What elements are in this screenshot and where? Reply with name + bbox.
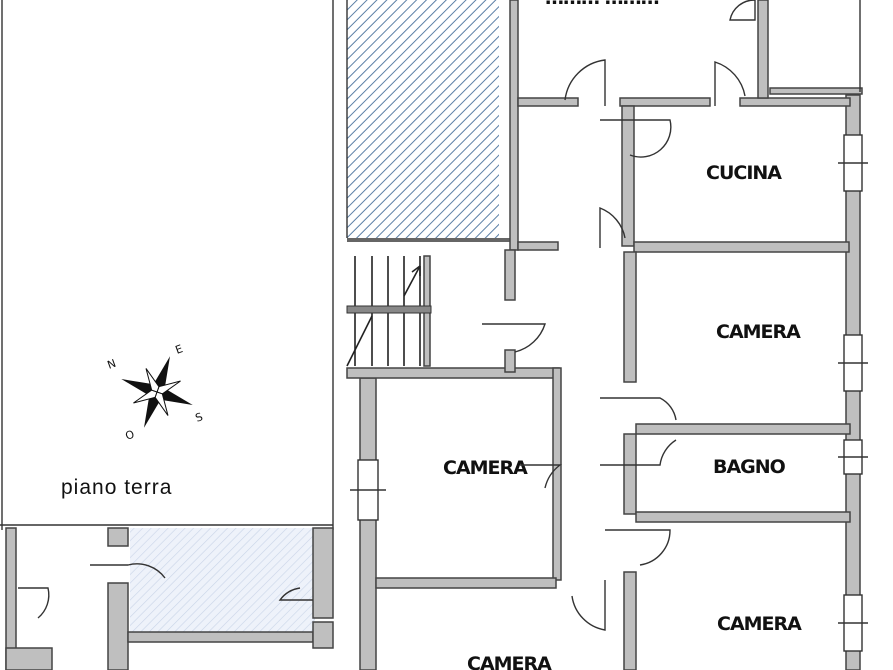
camera-right-upper-label: CAMERA [716,321,801,343]
hatched-courtyard [347,0,499,238]
bagno-label: BAGNO [713,456,786,478]
plan-caption: piano terra [61,476,172,499]
compass-rose: N E S O [106,342,205,443]
staircase [346,256,432,367]
cucina-label: CUCINA [706,162,782,184]
room-bagno: BAGNO [623,433,851,523]
compass-e: E [174,342,185,357]
compass-o: O [124,428,137,443]
compass-s: S [194,410,205,425]
room-camera-right-upper: CAMERA [623,251,851,435]
camera-bottom-label: CAMERA [467,653,552,670]
room-camera-right-lower: CAMERA [623,571,803,670]
room-camera-bottom: CAMERA [467,653,553,670]
camera-right-lower-label: CAMERA [717,613,802,635]
windows [350,134,868,652]
top-room-partial: ……… ……… [517,0,863,107]
room-cucina: CUCINA [517,105,850,253]
corridor-walls [423,249,516,373]
inset-plan [0,524,334,670]
top-room-label: ……… ……… [545,0,659,9]
room-camera-left: CAMERA [375,457,557,589]
camera-left-label: CAMERA [443,457,528,479]
compass-n: N [106,357,118,372]
doors [482,0,756,631]
